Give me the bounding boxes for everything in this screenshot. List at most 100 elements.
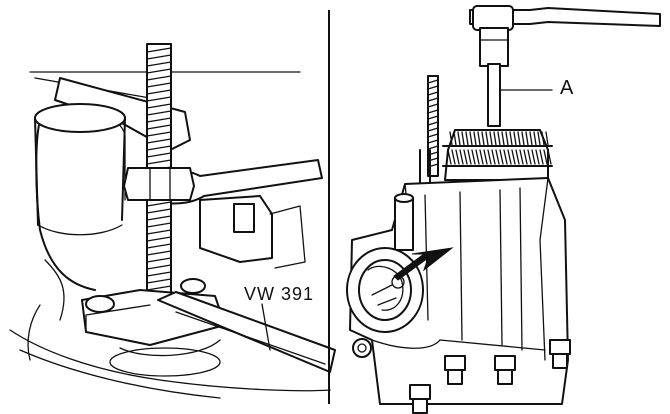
gear-tooth-line <box>501 131 505 146</box>
gear-tooth-line <box>451 149 456 165</box>
left-panel: VW 391 <box>9 43 336 399</box>
gear-tooth-line <box>467 149 472 165</box>
spindle-thread-line <box>146 222 172 228</box>
spindle-thread-line <box>146 264 172 270</box>
spindle-thread-line <box>146 145 172 151</box>
spindle-thread-line <box>146 82 172 88</box>
bolt-shank <box>447 369 463 385</box>
stud-thread-line <box>427 91 439 96</box>
flange-bolt <box>409 384 431 414</box>
gear-tooth-line <box>531 149 536 165</box>
puller-base-plate <box>81 278 226 377</box>
gear-tooth-line <box>481 131 485 146</box>
gear-tooth-line <box>519 149 524 165</box>
spindle-thread-line <box>146 75 172 81</box>
gear-tooth-line <box>517 131 521 146</box>
bolt-head <box>494 355 516 371</box>
bolt-shank <box>552 353 568 369</box>
torque-wrench <box>469 5 661 127</box>
gear-tooth-line <box>513 131 517 146</box>
spindle-thread-line <box>146 215 172 221</box>
gear-tooth-line <box>457 131 461 146</box>
gear-tooth-line <box>499 149 504 165</box>
gear-tooth-line <box>543 149 548 165</box>
spindle-thread-line <box>146 201 172 207</box>
spindle-thread-line <box>146 61 172 67</box>
inspection-opening <box>346 247 424 333</box>
gear-tooth-line <box>509 131 513 146</box>
bolt-head <box>409 384 431 400</box>
gear-tooth-line <box>545 131 549 146</box>
gear-tooth-line <box>533 131 537 146</box>
stud-thread-line <box>427 145 439 150</box>
gear-tooth-line <box>485 131 489 146</box>
stud-thread-line <box>427 109 439 114</box>
tool-bar-vw391 <box>157 291 336 373</box>
stud-thread-line <box>427 121 439 126</box>
spindle-thread-line <box>146 257 172 263</box>
spindle-thread-line <box>146 110 172 116</box>
spindle-thread-line <box>146 47 172 53</box>
boss-cylinder <box>34 103 126 236</box>
spindle-thread-line <box>146 103 172 109</box>
gear-tooth-line <box>491 149 496 165</box>
gear-tooth-line <box>505 131 509 146</box>
spindle-thread-line <box>146 96 172 102</box>
gear-tooth-line <box>537 131 541 146</box>
gear-tooth-line <box>463 149 468 165</box>
gear-tooth-line <box>523 149 528 165</box>
gear-tooth-line <box>535 149 540 165</box>
gear-tooth-line <box>495 149 500 165</box>
spindle-thread-line <box>146 152 172 158</box>
gear-stack <box>442 129 553 181</box>
gear-tooth-line <box>461 131 465 146</box>
spindle-thread-line <box>146 250 172 256</box>
spindle-thread-line <box>146 54 172 60</box>
gear-tooth-line <box>529 131 533 146</box>
spindle-thread-line <box>146 138 172 144</box>
spindle-thread-line <box>146 117 172 123</box>
gear-tooth-line <box>541 131 545 146</box>
gear-tooth-line <box>447 149 452 165</box>
stud-thread-line <box>427 79 439 84</box>
flange-bolt <box>549 339 571 369</box>
spindle-thread-line <box>146 243 172 249</box>
bolt-shank <box>412 398 428 414</box>
gear-tooth-line <box>453 131 457 146</box>
gear-tooth-line <box>493 131 497 146</box>
gear-tooth-line <box>527 149 532 165</box>
bolt-shank <box>497 369 513 385</box>
gear-tooth-line <box>521 131 525 146</box>
gear-tooth-line <box>547 149 552 165</box>
gear-tooth-line <box>487 149 492 165</box>
spindle-thread-line <box>146 89 172 95</box>
stud-bolt <box>419 75 439 186</box>
gear-tooth-line <box>459 149 464 165</box>
gear-tooth-line <box>489 131 493 146</box>
flange-bolt <box>444 355 466 385</box>
spindle-thread-line <box>146 229 172 235</box>
breather-boss <box>394 193 414 251</box>
stud-thread-line <box>427 97 439 102</box>
spindle-thread-line <box>146 159 172 165</box>
gear-tooth-line <box>449 131 453 146</box>
gear-tooth-line <box>473 131 477 146</box>
gear-tooth-line <box>497 131 501 146</box>
gear-tooth-line <box>503 149 508 165</box>
right-panel: A <box>346 5 661 414</box>
spindle-thread-line <box>146 278 172 284</box>
stud-thread-line <box>427 133 439 138</box>
flange-bolt <box>494 355 516 385</box>
tool-label-leader <box>261 303 271 351</box>
gear-tooth-line <box>525 131 529 146</box>
spindle-thread-line <box>146 236 172 242</box>
spindle-thread-line <box>146 124 172 130</box>
gearbox-housing-left <box>9 71 331 399</box>
gear-tooth-line <box>507 149 512 165</box>
gear-tooth-line <box>465 131 469 146</box>
gear-tooth-line <box>477 131 481 146</box>
stud-thread-line <box>427 139 439 144</box>
stud-thread-line <box>427 115 439 120</box>
washer <box>352 338 372 358</box>
